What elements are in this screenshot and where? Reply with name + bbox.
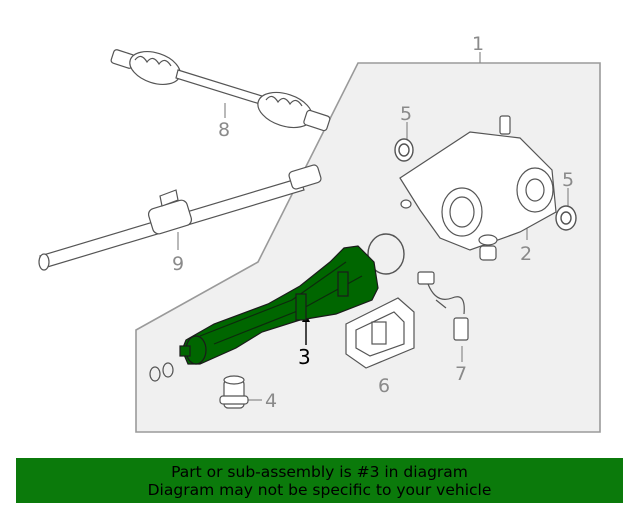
callout-6: 6 (378, 375, 390, 397)
propshaft-part-9 (38, 164, 322, 271)
callout-9: 9 (172, 253, 184, 275)
carrier-housing-part-3 (179, 245, 379, 365)
module-part-6 (345, 297, 415, 369)
callout-8: 8 (218, 119, 230, 141)
callout-4: 4 (265, 390, 277, 412)
banner-line-2: Diagram may not be specific to your vehi… (147, 480, 492, 499)
parts-diagram: 1 2 3 4 5 5 6 7 8 9 (38, 33, 601, 433)
callout-5-left: 5 (400, 103, 412, 125)
seal-part-5-left (394, 138, 414, 162)
callout-3: 3 (298, 345, 311, 369)
gasket-ring (367, 233, 405, 275)
callout-7: 7 (455, 363, 467, 385)
bushing-part-4 (219, 375, 249, 409)
callout-5-right: 5 (562, 169, 574, 191)
harness-part-7 (417, 271, 469, 341)
seal-part-5-right (555, 205, 577, 231)
halfshaft-part-8 (110, 49, 331, 132)
callout-1: 1 (472, 33, 484, 55)
o-rings (149, 362, 174, 382)
differential-part-2 (399, 115, 557, 261)
banner-line-1: Part or sub-assembly is #3 in diagram (171, 462, 468, 481)
part-info-banner: Part or sub-assembly is #3 in diagram Di… (16, 458, 623, 503)
callout-2: 2 (520, 243, 532, 265)
